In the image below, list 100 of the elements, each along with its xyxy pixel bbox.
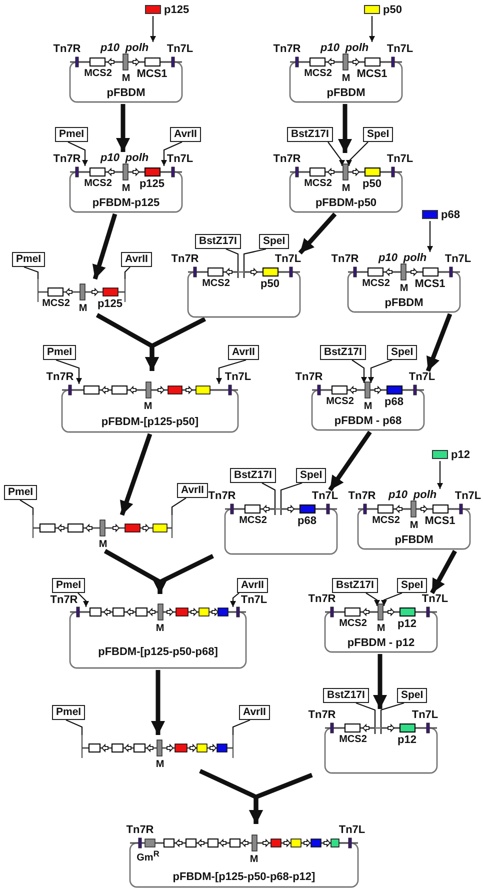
plasmid-name: pFBDM (326, 87, 366, 99)
element-label: M (122, 73, 130, 85)
enzyme-label: BstZ17I (323, 688, 369, 703)
enzyme-label: SpeI (296, 468, 326, 483)
promoter-label: p10 (320, 42, 340, 54)
element-label: M (342, 183, 350, 195)
gene-label: p50 (383, 4, 402, 16)
enzyme-label: SpeI (387, 345, 418, 360)
promoter-label: polh (413, 489, 437, 501)
site-label: Tn7R (348, 490, 376, 502)
leader-line (20, 500, 34, 515)
element-label: M (144, 401, 152, 413)
leader-line (230, 592, 240, 607)
process-arrow (430, 550, 457, 594)
leader-line (232, 720, 250, 735)
element-label: MCS2 (304, 178, 332, 190)
enzyme-label: SpeI (363, 127, 394, 142)
enzyme-label: BstZ17I (320, 345, 366, 360)
enzyme-label: BstZ17I (195, 234, 241, 249)
leader-line (328, 142, 345, 166)
leader-line (243, 248, 266, 278)
enzyme-label: AvrII (121, 252, 152, 267)
site-label: Tn7L (412, 709, 438, 721)
enzyme-label: PmeI (12, 252, 46, 267)
leader-line (352, 360, 367, 383)
element-label: M (156, 759, 164, 771)
enzyme-label: PmeI (4, 485, 38, 500)
site-label: Tn7R (208, 490, 236, 502)
promoter-label: polh (345, 42, 369, 54)
enzyme-label: PmeI (52, 578, 86, 593)
promoter-label: p10 (100, 42, 120, 54)
enzyme-label: AvrII (170, 127, 201, 142)
gene-label: MCS1 (136, 68, 168, 80)
site-label: Tn7L (444, 253, 472, 265)
plasmid-name: pFBDM (106, 87, 146, 99)
process-arrow (298, 212, 337, 254)
plasmid-name: pFBDM - p12 (347, 637, 415, 649)
site-label: Tn7R (126, 824, 154, 836)
site-label: Tn7L (312, 490, 338, 502)
leader-line (161, 142, 182, 166)
enzyme-label: BstZ17I (287, 127, 333, 142)
element-label: MCS2 (202, 278, 230, 290)
gene-label: MCS1 (424, 515, 456, 527)
gene-label: MCS1 (414, 278, 446, 290)
plasmid-name: pFBDM (394, 534, 434, 546)
site-label: Tn7R (308, 709, 336, 721)
site-label: Tn7L (386, 153, 414, 165)
leader-line (78, 592, 89, 607)
element-label: M (400, 283, 408, 295)
enzyme-label: SpeI (397, 688, 428, 703)
plasmid-name: pFBDM - p68 (334, 415, 402, 427)
site-label: Tn7L (224, 371, 252, 383)
process-arrow (92, 213, 118, 280)
site-label: Tn7L (454, 490, 482, 502)
process-arrow (373, 654, 387, 709)
insertion-arrow (369, 16, 375, 42)
element-label: MCS2 (84, 178, 112, 190)
process-arrow (249, 772, 313, 824)
element-label: MCS2 (339, 734, 367, 746)
site-label: Tn7R (53, 153, 81, 165)
gene-label: p12 (398, 618, 416, 630)
enzyme-label: AvrII (228, 345, 259, 360)
gene-label: p12 (451, 448, 470, 460)
leader-line (124, 266, 130, 279)
site-label: Tn7R (171, 253, 199, 265)
element-label: MCS2 (239, 515, 267, 527)
enzyme-label: AvrII (239, 705, 270, 720)
leader-line (381, 592, 402, 606)
leader-line (356, 702, 376, 734)
leader-line (380, 702, 404, 734)
gene-label: p68 (384, 396, 404, 408)
leader-line (68, 142, 88, 166)
promoter-label: p10 (388, 489, 408, 501)
gene-label: p125 (97, 298, 123, 310)
element-label: M (156, 623, 164, 635)
plasmid-name: pFBDM-p125 (92, 197, 160, 209)
site-label: Tn7R (273, 43, 301, 55)
site-label: Tn7L (274, 253, 302, 265)
promoter-label: p10 (100, 152, 120, 164)
element-label: M (342, 73, 350, 85)
gene-label: p50 (362, 178, 382, 190)
enzyme-label: BstZ17I (230, 468, 276, 483)
leader-line (346, 142, 368, 166)
element-label: Gm$^{R}$ (136, 847, 160, 865)
process-arrow (328, 430, 372, 492)
process-arrow (145, 317, 206, 371)
leader-line (66, 720, 83, 735)
enzyme-label: SpeI (259, 234, 290, 249)
process-arrow (338, 104, 352, 153)
leader-line (24, 266, 39, 279)
process-arrow (116, 104, 130, 152)
insertion-arrow (427, 221, 433, 252)
leader-line (56, 359, 82, 384)
element-label: M (78, 303, 88, 315)
site-label: Tn7R (46, 371, 74, 383)
gene-label: MCS1 (356, 68, 388, 80)
element-label: M (250, 854, 258, 866)
process-arrow (151, 670, 165, 735)
gene-label: p68 (441, 208, 460, 220)
gene-label: p125 (139, 178, 165, 190)
